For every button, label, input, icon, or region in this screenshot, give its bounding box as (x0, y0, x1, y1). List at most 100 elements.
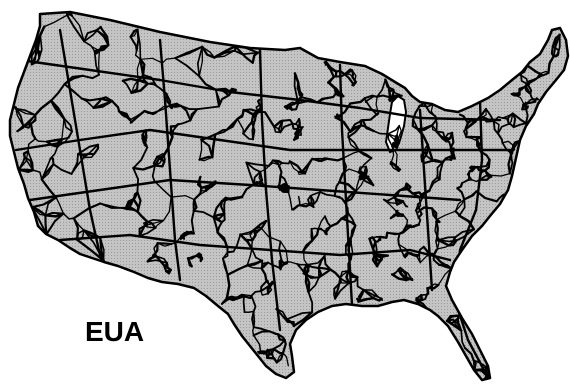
rail-line-617 (290, 102, 300, 111)
rail-line-467 (358, 150, 373, 160)
rail-line-839 (416, 294, 422, 302)
rail-line-981 (165, 268, 172, 273)
rail-line-969 (472, 359, 476, 371)
rail-line-1084 (376, 94, 392, 99)
rail-line-33 (260, 290, 269, 296)
rail-line-817 (70, 153, 79, 175)
rail-line-345 (347, 136, 361, 153)
rail-line-1083 (365, 95, 379, 103)
rail-line-158 (449, 131, 455, 149)
rail-line-1136 (99, 237, 105, 262)
rail-line-950 (389, 160, 398, 168)
rail-line-846 (27, 150, 34, 171)
rail-line-199 (196, 45, 204, 78)
rail-line-307 (266, 356, 278, 364)
rail-line-639 (170, 194, 195, 201)
rail-line-1147 (155, 255, 168, 264)
rail-line-954 (83, 26, 102, 43)
rail-line-1105 (402, 269, 414, 281)
rail-line-1037 (386, 231, 401, 235)
rail-line-501 (393, 196, 405, 203)
rail-line-590 (50, 83, 66, 102)
rail-line-1022 (402, 251, 409, 257)
rail-line-79 (461, 170, 471, 184)
rail-line-8 (130, 82, 149, 95)
rail-line-971 (62, 117, 73, 133)
rail-line-369 (507, 156, 512, 175)
rail-line-374 (252, 334, 262, 353)
rail-line-1142 (391, 134, 398, 148)
rail-line-777 (34, 138, 48, 143)
rail-line-419 (304, 157, 314, 175)
rail-line-1116 (268, 330, 279, 336)
rail-line-457 (513, 122, 527, 128)
rail-line-1146 (152, 254, 158, 258)
rail-line-870 (475, 190, 498, 203)
rail-line-359 (465, 135, 481, 138)
rail-line-134 (383, 198, 397, 212)
rail-line-820 (418, 206, 434, 212)
rail-line-44 (15, 108, 36, 116)
rail-line-785 (398, 225, 411, 235)
rail-line-959 (478, 174, 492, 181)
rail-line-1145 (523, 105, 529, 111)
rail-line-1164 (58, 28, 102, 257)
rail-line-806 (118, 110, 131, 122)
rail-line-81 (279, 240, 289, 263)
rail-line-535 (174, 45, 204, 59)
rail-line-203 (514, 94, 525, 105)
rail-line-479 (437, 263, 453, 270)
rail-line-4 (325, 157, 345, 162)
rail-line-546 (156, 242, 173, 246)
rail-line-649 (171, 123, 180, 138)
rail-line-1087 (298, 203, 311, 208)
rail-line-982 (155, 255, 168, 273)
rail-line-1023 (406, 252, 420, 257)
rail-line-939 (17, 156, 26, 171)
rail-line-82 (260, 227, 282, 243)
rail-line-443 (31, 196, 57, 209)
rail-line-413 (80, 97, 103, 102)
rail-line-891 (294, 128, 300, 137)
rail-line-991 (278, 264, 283, 271)
rail-line-792 (378, 231, 389, 239)
rail-line-629 (415, 209, 420, 219)
rail-line-843 (418, 189, 431, 204)
rail-line-569 (83, 29, 98, 43)
rail-line-1064 (333, 288, 336, 300)
rail-line-1063 (151, 164, 156, 183)
rail-line-396 (288, 160, 304, 173)
rail-line-1038 (317, 267, 332, 271)
rail-line-197 (201, 45, 216, 59)
rail-line-1161 (14, 128, 512, 152)
rail-line-1101 (234, 45, 259, 54)
rail-line-348 (40, 178, 58, 199)
rail-line-592 (189, 108, 199, 122)
rail-line-1109 (258, 350, 268, 355)
rail-line-1099 (266, 282, 274, 295)
rail-line-54 (63, 117, 73, 133)
rail-line-381 (437, 239, 458, 243)
rail-line-1155 (418, 102, 425, 107)
rail-line-370 (489, 172, 511, 177)
rail-line-642 (201, 46, 215, 59)
rail-line-720 (492, 120, 499, 135)
rail-line-647 (132, 197, 140, 214)
rail-line-131 (376, 78, 387, 98)
rail-line-926 (373, 130, 389, 135)
rail-line-978 (198, 46, 204, 77)
rail-line-73 (387, 124, 401, 135)
rail-line-635 (142, 74, 158, 87)
rail-line-267 (245, 161, 262, 173)
rail-line-328 (233, 49, 259, 55)
rail-line-884 (275, 352, 285, 364)
rail-line-783 (475, 135, 482, 148)
rail-line-517 (389, 88, 395, 102)
rail-line-1079 (311, 157, 323, 162)
rail-line-1159 (357, 170, 367, 178)
rail-line-824 (239, 229, 255, 236)
rail-line-1081 (65, 13, 73, 17)
rail-line-1080 (232, 233, 242, 253)
rail-line-1071 (464, 120, 477, 131)
rail-line-70 (390, 273, 408, 282)
